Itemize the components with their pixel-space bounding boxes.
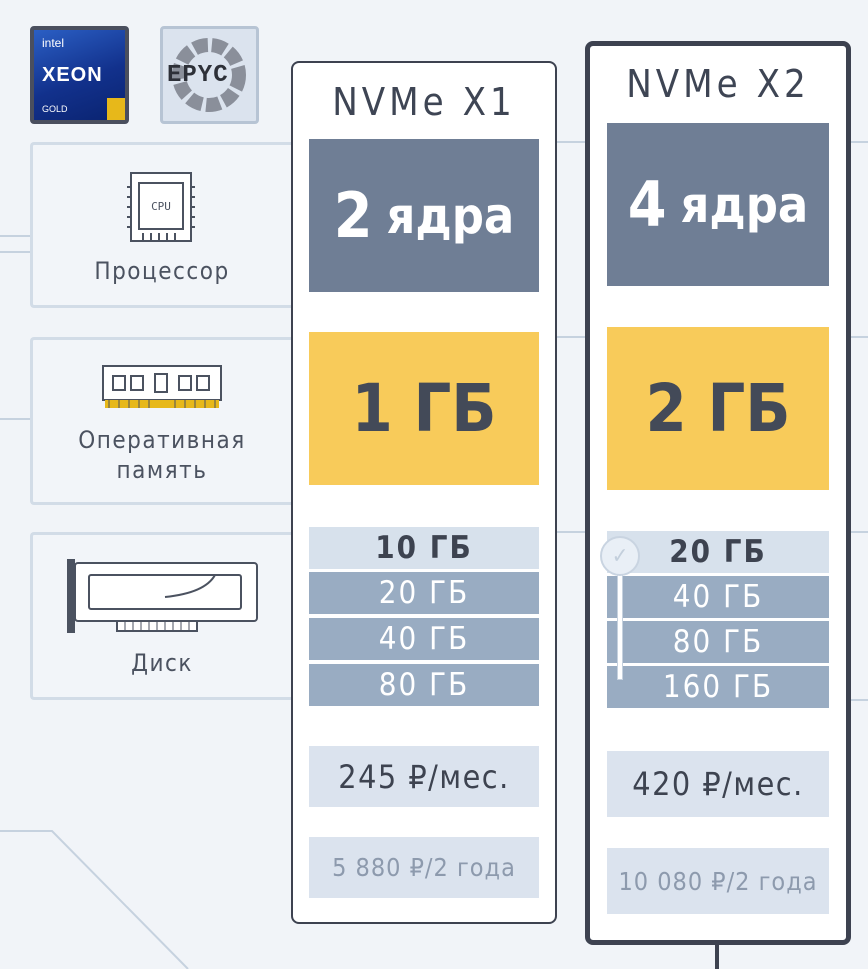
cpu-chip-icon: CPU xyxy=(127,172,195,242)
disk-slider-handle[interactable]: ✓ xyxy=(600,536,640,576)
feature-label-ram-line2: память xyxy=(116,456,208,484)
disk-option[interactable]: 80 ГБ xyxy=(607,621,829,663)
amd-epyc-logo[interactable]: EPYC xyxy=(160,26,259,124)
ram-module-icon xyxy=(102,365,222,408)
cpu-cores-unit: ядра xyxy=(680,175,809,234)
disk-slider-track[interactable] xyxy=(617,560,623,680)
ram-block: 1 ГБ xyxy=(309,332,539,485)
feature-card-disk: Диск xyxy=(30,532,330,700)
disk-option[interactable]: 40 ГБ xyxy=(309,618,539,660)
cpu-cores-block: 4 ядра xyxy=(607,123,829,286)
feature-card-cpu: CPU Процессор xyxy=(30,142,330,308)
cpu-cores-unit: ядра xyxy=(386,186,515,245)
feature-label-cpu: Процессор xyxy=(94,257,230,285)
gold-tier-label: GOLD xyxy=(42,104,68,114)
epyc-ring-icon xyxy=(172,38,246,112)
feature-label-disk: Диск xyxy=(131,649,193,677)
gold-stripe xyxy=(107,98,125,120)
disk-option[interactable]: 10 ГБ xyxy=(309,527,539,569)
intel-wordmark: intel xyxy=(42,36,65,50)
price-monthly: 420 ₽/мес. xyxy=(607,751,829,817)
check-icon: ✓ xyxy=(611,543,629,569)
disk-option[interactable]: 80 ГБ xyxy=(309,664,539,706)
price-two-years: 5 880 ₽/2 года xyxy=(309,837,539,898)
price-monthly: 245 ₽/мес. xyxy=(309,746,539,807)
plan-title: NVMe X1 xyxy=(332,80,516,124)
cpu-chip-text: CPU xyxy=(151,200,171,213)
xeon-wordmark: XEON xyxy=(42,64,103,86)
cpu-cores-block: 2 ядра xyxy=(309,139,539,292)
disk-option[interactable]: 20 ГБ xyxy=(309,572,539,614)
disk-card-icon xyxy=(67,559,258,633)
epyc-wordmark: EPYC xyxy=(167,62,229,89)
ram-block: 2 ГБ xyxy=(607,327,829,490)
cpu-cores-number: 4 xyxy=(627,168,667,241)
intel-xeon-logo[interactable]: intel XEON GOLD xyxy=(30,26,129,124)
disk-option[interactable]: 160 ГБ xyxy=(607,666,829,708)
feature-card-ram: Оперативная память xyxy=(30,337,330,505)
cpu-cores-number: 2 xyxy=(333,179,373,252)
plan-title: NVMe X2 xyxy=(626,62,810,106)
connector-line xyxy=(715,945,719,969)
disk-option[interactable]: 20 ГБ xyxy=(607,531,829,573)
disk-option[interactable]: 40 ГБ xyxy=(607,576,829,618)
feature-label-ram-line1: Оперативная xyxy=(78,426,246,454)
price-two-years: 10 080 ₽/2 года xyxy=(607,848,829,914)
